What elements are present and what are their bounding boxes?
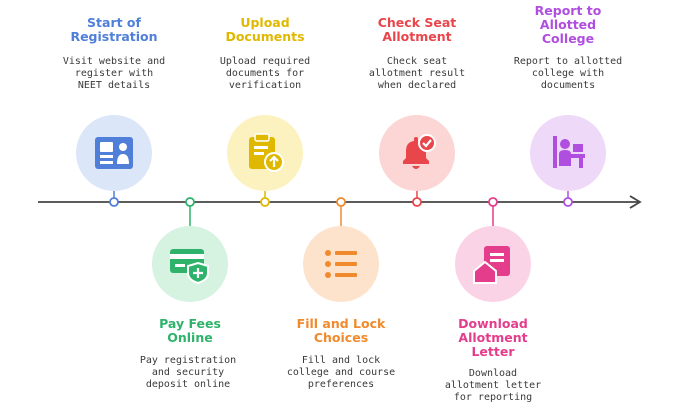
- timeline-dot-1: [109, 197, 119, 207]
- step-5-title: Check Seat Allotment: [377, 15, 457, 44]
- step-3-circle: [227, 115, 303, 191]
- timeline-dot-4: [336, 197, 346, 207]
- step-4-circle: [303, 226, 379, 302]
- step-7-description: Report to allotted college with document…: [513, 56, 623, 91]
- step-3-title: Upload Documents: [225, 15, 305, 44]
- payment-card-shield-icon: [170, 249, 209, 285]
- step-5-description: Check seat allotment result when declare…: [368, 56, 466, 91]
- step-2-title: Pay Fees Online: [159, 316, 221, 345]
- step-1-title: Start of Registration: [70, 15, 158, 44]
- download-letter-icon: [473, 246, 510, 284]
- step-3-description: Upload required documents for verificati…: [219, 56, 311, 91]
- timeline-dot-5: [412, 197, 422, 207]
- step-2-description: Pay registration and security deposit on…: [139, 355, 237, 390]
- step-6-description: Download allotment letter for reporting: [444, 368, 542, 403]
- step-4-description: Fill and lock college and course prefere…: [286, 355, 396, 390]
- timeline-dot-2: [185, 197, 195, 207]
- choice-list-icon: [325, 250, 357, 278]
- step-5-circle: [379, 115, 455, 191]
- timeline-arrow-icon: [629, 195, 642, 209]
- timeline-dot-3: [260, 197, 270, 207]
- step-2-circle: [152, 226, 228, 302]
- step-1-description: Visit website and register with NEET det…: [62, 56, 166, 91]
- step-6-circle: [455, 226, 531, 302]
- step-4-title: Fill and Lock Choices: [296, 316, 386, 345]
- step-1-circle: [76, 115, 152, 191]
- upload-clipboard-icon: [249, 133, 284, 172]
- step-7-circle: [530, 115, 606, 191]
- reporting-desk-icon: [553, 136, 585, 168]
- step-7-title: Report to Allotted College: [534, 3, 602, 46]
- registration-form-icon: [95, 137, 133, 169]
- notification-bell-check-icon: [403, 134, 436, 169]
- timeline-dot-6: [488, 197, 498, 207]
- timeline-dot-7: [563, 197, 573, 207]
- step-6-title: Download Allotment Letter: [458, 316, 528, 359]
